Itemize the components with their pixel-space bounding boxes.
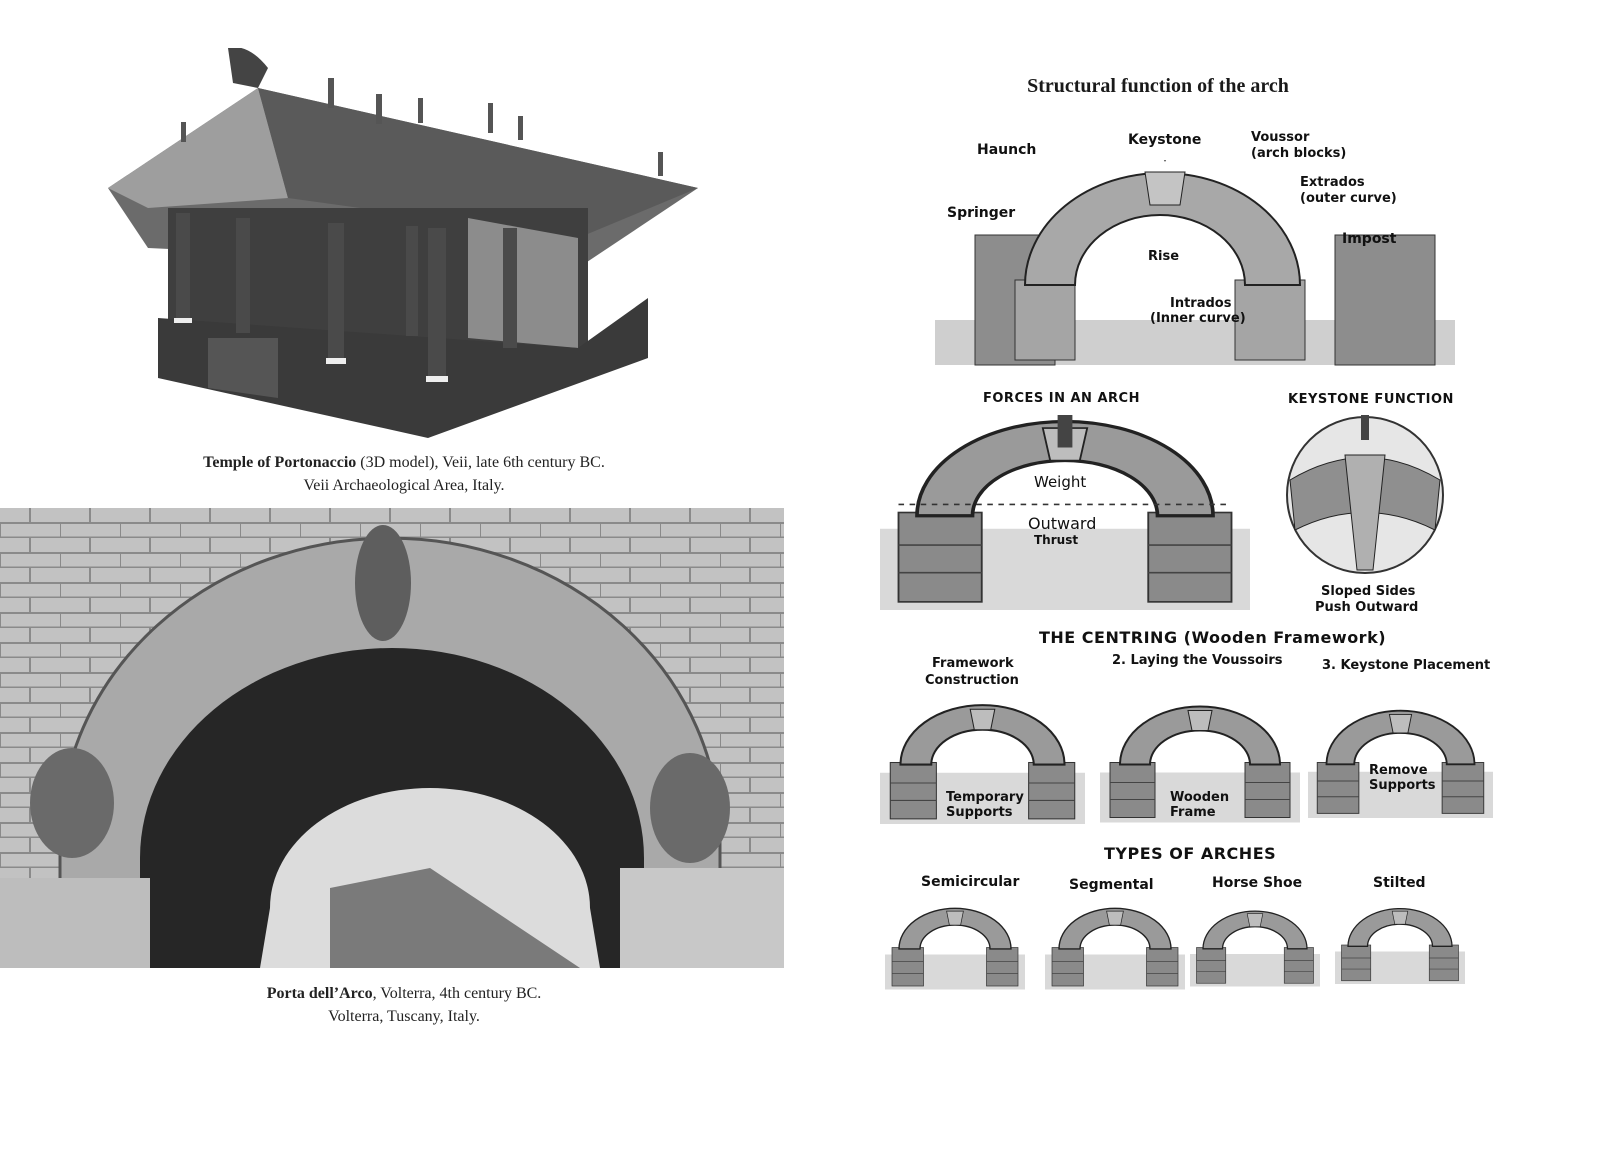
label-step2: 2. Laying the Voussoirs xyxy=(1112,653,1283,668)
diagram-title: Structural function of the arch xyxy=(1027,75,1289,97)
temple-caption: Temple of Portonaccio (3D model), Veii, … xyxy=(0,451,808,497)
forces-heading: FORCES IN AN ARCH xyxy=(983,391,1140,406)
label-haunch: Haunch xyxy=(977,142,1037,158)
label-temporary-sub: Supports xyxy=(946,805,1013,820)
label-intrados: Intrados xyxy=(1170,296,1232,311)
porta-caption-title: Porta dell’Arco xyxy=(266,985,373,1002)
label-rise: Rise xyxy=(1148,249,1180,264)
label-push-outward: Push Outward xyxy=(1315,600,1419,615)
label-sloped-sides: Sloped Sides xyxy=(1321,584,1416,599)
stilted-arch-illustration xyxy=(1335,907,1465,985)
keystone-function-illustration xyxy=(1286,415,1444,574)
porta-caption-location: Volterra, Tuscany, Italy. xyxy=(328,1008,480,1025)
centring-heading: THE CENTRING (Wooden Framework) xyxy=(1039,628,1387,647)
label-wooden: Wooden xyxy=(1170,790,1230,805)
porta-caption-detail: , Volterra, 4th century BC. xyxy=(372,985,542,1002)
label-voussor-sub: (arch blocks) xyxy=(1251,146,1347,161)
type-stilted-label: Stilted xyxy=(1373,875,1426,891)
keystone-function-heading: KEYSTONE FUNCTION xyxy=(1288,392,1454,407)
label-wooden-sub: Frame xyxy=(1170,805,1216,820)
types-heading: TYPES OF ARCHES xyxy=(1104,844,1277,863)
label-remove: Remove xyxy=(1369,763,1428,778)
label-extrados: Extrados xyxy=(1300,175,1365,190)
porta-dell-arco-photo xyxy=(0,508,784,968)
label-impost: Impost xyxy=(1342,231,1397,247)
label-voussor: Voussor xyxy=(1251,130,1310,145)
temple-caption-title: Temple of Portonaccio xyxy=(203,454,357,471)
temple-caption-location: Veii Archaeological Area, Italy. xyxy=(303,477,505,494)
label-keystone: Keystone xyxy=(1128,132,1202,148)
label-intrados-sub: (Inner curve) xyxy=(1150,311,1246,326)
label-extrados-sub: (outer curve) xyxy=(1300,191,1397,206)
segmental-arch-illustration xyxy=(1045,907,1185,991)
horseshoe-arch-illustration xyxy=(1190,910,1320,988)
label-springer: Springer xyxy=(947,205,1016,221)
arch-anatomy-illustration xyxy=(935,160,1455,366)
label-step1: Framework xyxy=(932,656,1014,671)
label-step3: 3. Keystone Placement xyxy=(1322,658,1491,673)
forces-illustration xyxy=(880,415,1250,610)
porta-caption: Porta dell’Arco, Volterra, 4th century B… xyxy=(0,982,808,1028)
label-outward: Outward xyxy=(1028,514,1097,533)
temple-model-image xyxy=(108,48,704,442)
type-horseshoe-label: Horse Shoe xyxy=(1212,875,1303,891)
label-thrust: Thrust xyxy=(1034,533,1079,547)
semicircular-arch-illustration xyxy=(885,907,1025,991)
label-weight: Weight xyxy=(1034,473,1087,491)
label-step1-sub: Construction xyxy=(925,673,1019,688)
label-temporary: Temporary xyxy=(946,790,1024,805)
temple-caption-detail: (3D model), Veii, late 6th century BC. xyxy=(356,454,605,471)
label-remove-sub: Supports xyxy=(1369,778,1436,793)
type-semicircular-label: Semicircular xyxy=(921,874,1020,890)
type-segmental-label: Segmental xyxy=(1069,877,1154,893)
